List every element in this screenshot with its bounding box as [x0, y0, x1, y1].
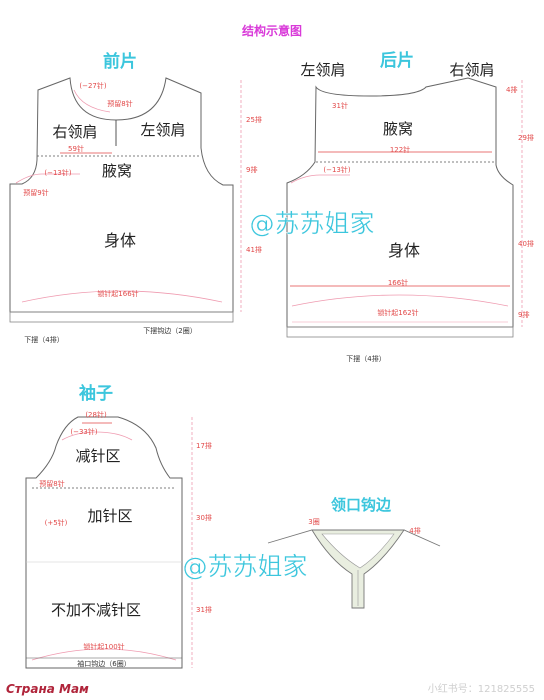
- back-armhole-dec: (−13针): [323, 165, 351, 174]
- sleeve-cast-reserved: 预留8针: [39, 479, 64, 488]
- diagram-title: 结构示意图: [242, 23, 302, 38]
- sleeve-rows-17: 17排: [196, 441, 212, 450]
- front-hem-curve: [21, 290, 223, 303]
- back-body-label: 身体: [388, 241, 420, 260]
- back-armhole-curve: [290, 174, 350, 184]
- back-rows-29: 29排: [518, 133, 534, 142]
- bottom-site-logo: Страна Мам: [6, 682, 89, 696]
- sleeve-cuff-curve: [31, 648, 177, 661]
- front-rows-body: 41排: [246, 245, 262, 254]
- back-armhole-label: 腋窝: [383, 120, 413, 138]
- back-rows-4: 4排: [506, 85, 517, 94]
- neckline-rows-3: 3圈: [308, 518, 319, 526]
- sleeve-rows-30: 30排: [196, 513, 212, 522]
- front-armhole-cast: 预留9针: [23, 188, 48, 197]
- front-armhole-label: 腋窝: [102, 162, 132, 180]
- front-left-shoulder: 左领肩: [140, 121, 185, 139]
- front-neck-cast: 预留8针: [107, 99, 132, 108]
- back-hem-band: [286, 326, 514, 338]
- front-piece-outline: [9, 77, 234, 313]
- sleeve-cuff-stitch: 锁针起100针: [83, 642, 124, 651]
- front-hem-label: 下摆（4排）: [24, 335, 63, 344]
- back-width-166: 166针: [388, 278, 408, 287]
- back-hem-curve: [291, 294, 509, 307]
- back-hem-label: 下摆（4排）: [346, 354, 385, 363]
- sleeve-plain-zone: 不加不减针区: [51, 601, 141, 619]
- front-hem-band: [9, 311, 234, 323]
- front-rows-shoulder: 25排: [246, 115, 262, 124]
- front-rows-armhole: 9排: [246, 165, 257, 174]
- sleeve-cap-curve: [61, 431, 133, 441]
- front-hem-edge: 下摆钩边（2圈）: [143, 326, 196, 335]
- front-armhole-curve: [15, 173, 80, 184]
- sleeve-cuff-label: 袖口钩边（6圈）: [77, 659, 130, 668]
- neckline-heading: 领口钩边: [330, 496, 392, 514]
- back-piece-outline: [286, 77, 514, 328]
- sleeve-increase-zone: 加针区: [87, 507, 132, 525]
- neckline-inner: [321, 533, 395, 569]
- neckline-rows-4: 4排: [409, 526, 420, 535]
- front-hem-stitch: 锁针起166针: [97, 289, 138, 298]
- sleeve-increase: (+5针): [45, 518, 68, 527]
- front-shoulder-width: 59针: [68, 144, 84, 153]
- sleeve-top-stitch: (28针): [85, 410, 107, 419]
- front-body-label: 身体: [104, 231, 136, 250]
- back-neck-stitch: 31针: [332, 101, 348, 110]
- back-heading: 后片: [380, 50, 414, 71]
- sleeve-cap-dec: (−33针): [70, 427, 98, 436]
- back-right-shoulder: 右领肩: [449, 61, 494, 79]
- sleeve-decrease-zone: 减针区: [75, 447, 120, 465]
- back-width-122: 122针: [390, 145, 410, 154]
- sleeve-heading: 袖子: [79, 383, 113, 404]
- back-rows-40: 40排: [518, 239, 534, 248]
- sleeve-outline: [25, 416, 183, 669]
- watermark-top: @苏苏姐家: [249, 209, 374, 238]
- watermark-bottom: @苏苏姐家: [182, 552, 307, 581]
- front-right-shoulder: 右领肩: [52, 123, 97, 141]
- front-heading: 前片: [103, 51, 137, 72]
- back-rows-9: 9排: [518, 310, 529, 319]
- front-armhole-dec: (−13针): [44, 168, 72, 177]
- back-hem-stitch: 锁针起162针: [377, 308, 418, 317]
- back-left-shoulder: 左领肩: [300, 61, 345, 79]
- bottom-id-watermark: 小红书号：121825555: [428, 682, 535, 695]
- front-neck-dec: (−27针): [79, 81, 107, 90]
- sleeve-rows-31: 31排: [196, 605, 212, 614]
- front-neck-curve: [73, 89, 111, 113]
